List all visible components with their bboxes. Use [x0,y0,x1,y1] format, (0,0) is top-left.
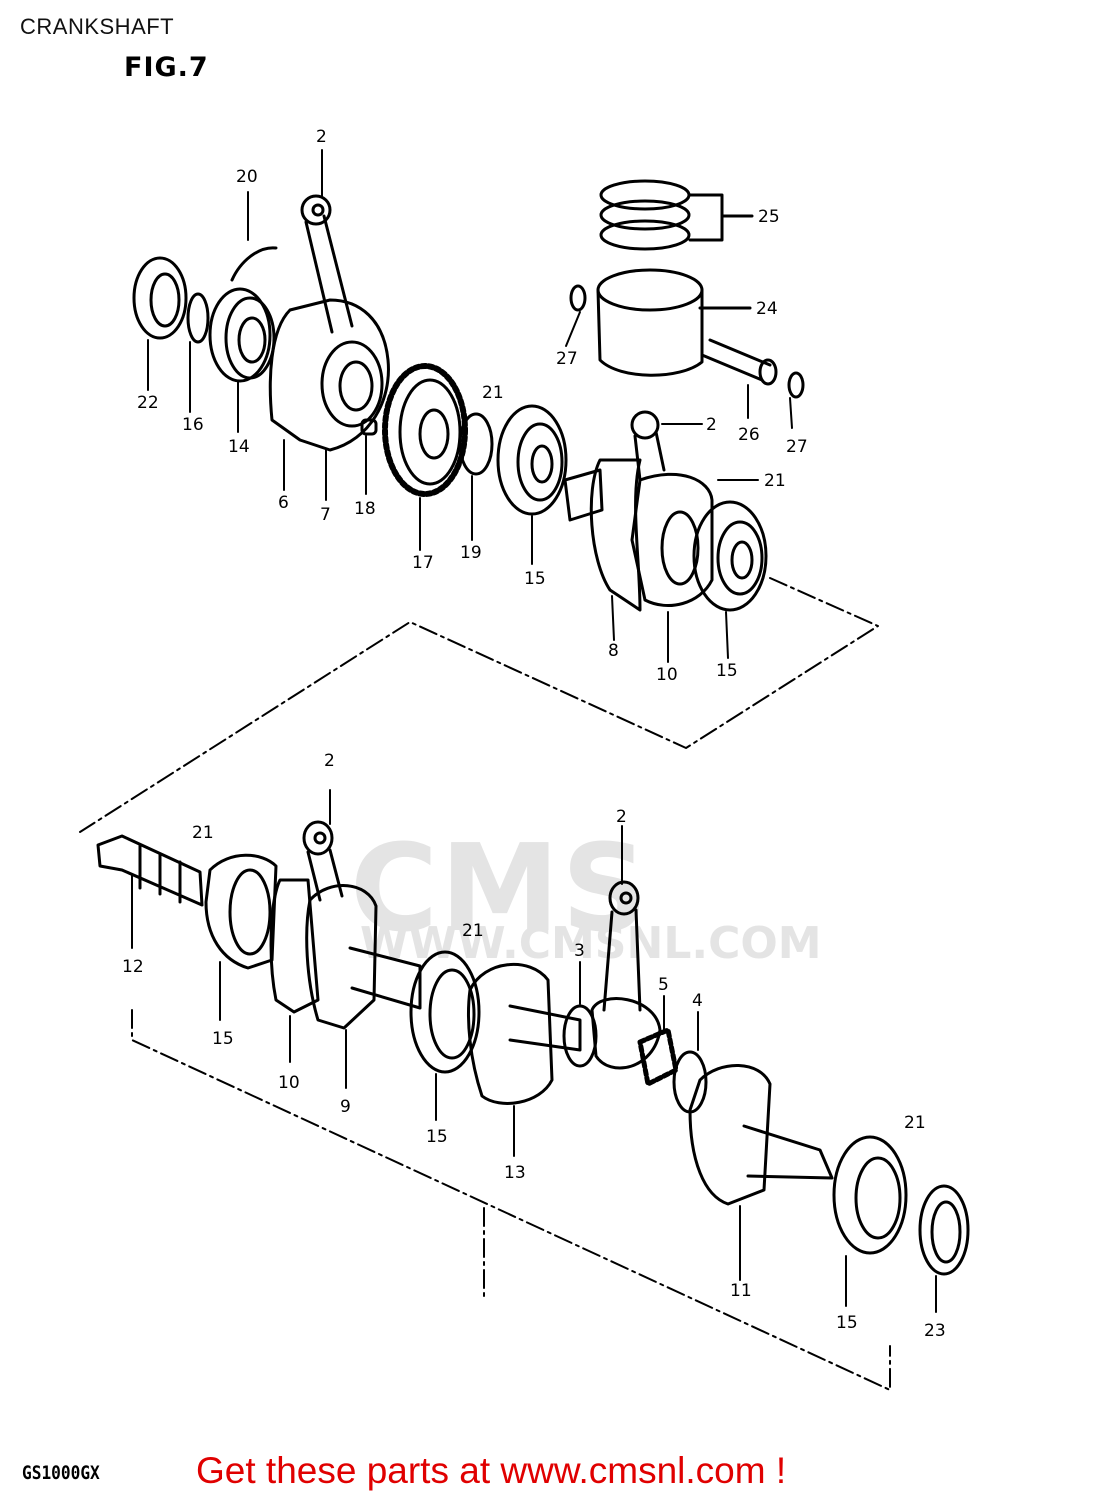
callout-9: 9 [340,1097,351,1117]
connecting-rod-part-2 [300,194,354,334]
callout-16: 16 [182,415,204,435]
oil-seal-part-22 [132,256,188,340]
piston-pin-part-26 [700,338,778,386]
callout-2-right: 2 [706,415,717,435]
shop-link[interactable]: Get these parts at www.cmsnl.com ! [196,1450,787,1491]
callout-21-upper: 21 [482,383,504,403]
pin-part-18 [360,418,378,436]
watermark-brand: CMS [350,820,650,959]
callout-2-lower-b: 2 [616,807,627,827]
oil-seal-part-23 [918,1184,970,1276]
figure-number: FIG.7 [124,52,209,83]
callout-2-lower-a: 2 [324,751,335,771]
circlip-part-27a [569,284,587,312]
crankshaft-section-part-8 [563,410,714,612]
clip-part-20 [230,246,278,282]
callout-7: 7 [320,505,331,525]
gear-part-17 [382,363,468,497]
callout-21-right: 21 [764,471,786,491]
callout-17: 17 [412,553,434,573]
lower-leader-lines [131,789,937,1313]
callout-25: 25 [758,207,780,227]
piston-rings-part-25 [599,179,754,251]
bearing-part-15-right [692,500,768,612]
crank-web-part-13 [467,962,582,1105]
callout-19: 19 [460,543,482,563]
callout-21-lower-left: 21 [192,823,214,843]
callout-21-lower-mid: 21 [462,921,484,941]
crank-web-part-11 [688,1064,834,1206]
washer-part-3 [562,1004,598,1068]
connecting-rod-part-2-lower-b [590,880,662,1070]
upper-leader-lines [147,149,793,663]
callout-24: 24 [756,299,778,319]
callout-23: 23 [924,1321,946,1341]
callout-22: 22 [137,393,159,413]
bearing-part-15-lower-b [409,950,481,1074]
callout-15-right: 15 [716,661,738,681]
callout-14: 14 [228,437,250,457]
callout-3: 3 [574,941,585,961]
callout-2-top: 2 [316,127,327,147]
callout-20: 20 [236,167,258,187]
callout-8: 8 [608,641,619,661]
callout-15-lower-b: 15 [426,1127,448,1147]
watermark-url: WWW.CMSNL.COM [360,918,822,969]
callout-15-lower-c: 15 [836,1313,858,1333]
bearing-part-15-upper [496,404,568,516]
callout-27-left: 27 [556,349,578,369]
callout-27-right: 27 [786,437,808,457]
page-title: CRANKSHAFT [20,14,175,39]
washer-part-19 [458,412,494,476]
callout-26: 26 [738,425,760,445]
callout-15-upper: 15 [524,569,546,589]
lower-group-boundary [131,1009,891,1391]
upper-group-boundary [79,577,879,833]
callout-6: 6 [278,493,289,513]
bearing-part-14 [208,287,276,383]
piston-part-24 [596,268,752,377]
callout-21-lower-right: 21 [904,1113,926,1133]
bearing-part-15-lower-a [204,853,278,970]
callout-12: 12 [122,957,144,977]
bearing-part-15-lower-c [832,1135,908,1255]
callout-13: 13 [504,1163,526,1183]
model-code: GS1000GX [22,1462,100,1484]
callout-18: 18 [354,499,376,519]
crank-web-part-10 [269,878,320,1014]
washer-part-4 [672,1050,708,1114]
callout-5: 5 [658,975,669,995]
crankshaft-end-part-12 [96,834,204,907]
callout-15-lower-a: 15 [212,1029,234,1049]
crank-web-part-9 [305,884,422,1030]
circlip-part-16 [186,292,210,344]
callout-10-lower: 10 [278,1073,300,1093]
callout-11: 11 [730,1281,752,1301]
callout-10-upper: 10 [656,665,678,685]
circlip-part-27b [787,371,805,399]
callout-4: 4 [692,991,703,1011]
callout-labels: 2 20 25 24 27 22 16 14 6 7 18 21 2 26 27… [122,127,946,1341]
